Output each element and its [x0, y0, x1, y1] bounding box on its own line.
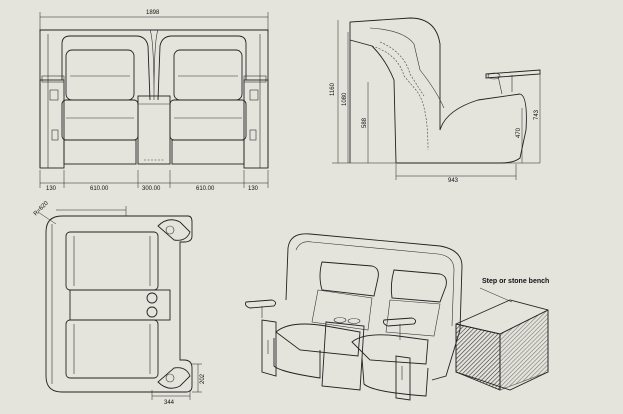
top-view: R=620 344 202 — [33, 200, 206, 406]
dim-detail-width: 344 — [164, 400, 175, 406]
side-view: 1160 1080 588 470 743 943 — [330, 17, 541, 184]
iso-view: Step or stone bench — [245, 233, 549, 401]
dim-tray-height: 743 — [534, 109, 540, 120]
dim-console: 300.00 — [142, 186, 161, 192]
dim-overall-width: 1898 — [146, 10, 160, 16]
dim-seat-height: 470 — [516, 127, 522, 138]
dim-arm-left: 130 — [46, 186, 57, 192]
dim-total-depth: 943 — [448, 178, 459, 184]
dim-detail-height: 202 — [200, 373, 206, 384]
bench-label: Step or stone bench — [482, 278, 549, 285]
front-view: 1898 — [39, 10, 269, 192]
dim-seat-left: 610.00 — [90, 186, 109, 192]
dim-corner-radius: R=620 — [33, 200, 50, 217]
dim-overall-height: 1160 — [330, 82, 336, 96]
dim-arm-height: 588 — [362, 117, 368, 128]
dim-arm-right: 130 — [248, 186, 259, 192]
dim-seat-right: 610.00 — [196, 186, 215, 192]
dim-back-height: 1080 — [342, 92, 348, 106]
